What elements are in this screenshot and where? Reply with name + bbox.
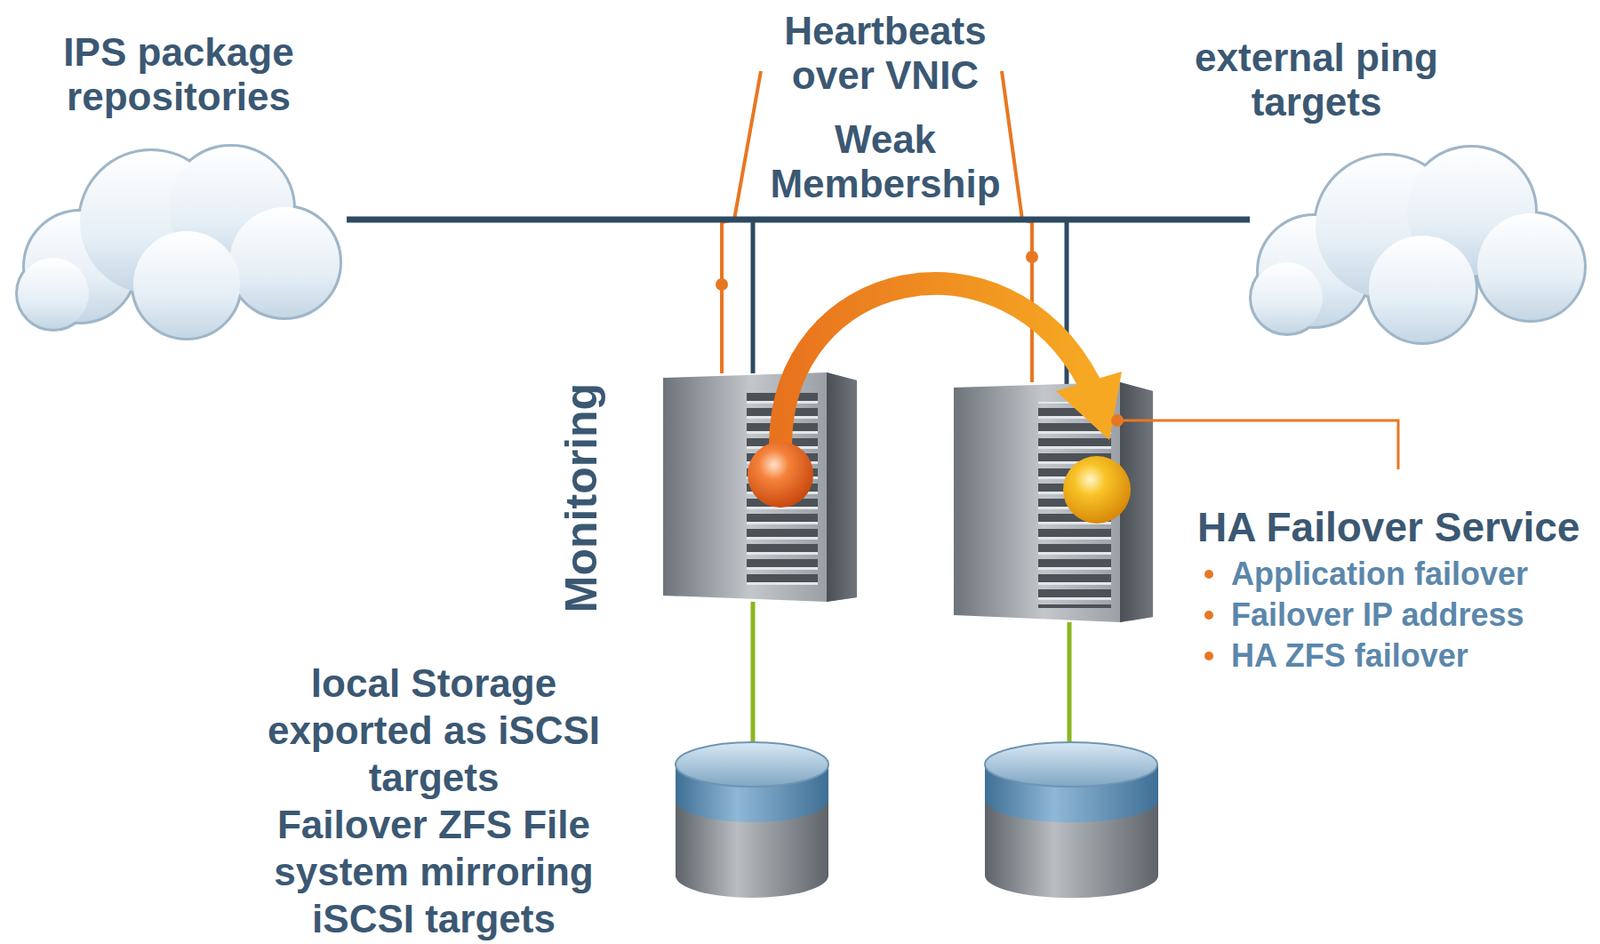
storage-label: local Storage exported as iSCSI targets xyxy=(238,659,630,801)
monitoring-label: Monitoring xyxy=(556,383,607,613)
disk-left xyxy=(675,742,829,898)
bullets xyxy=(1204,569,1214,661)
failover-arrow xyxy=(780,283,1122,445)
membership-label: Weak Membership xyxy=(752,117,1019,207)
bullet-item: HA ZFS failover xyxy=(1231,635,1587,677)
service-ball xyxy=(747,441,814,508)
storage-links xyxy=(752,601,1070,752)
server-right xyxy=(953,382,1153,623)
bullet-item: Failover IP address xyxy=(1231,594,1587,636)
cloud-node: IPS package repositories xyxy=(20,142,347,343)
leader-line xyxy=(1117,420,1399,470)
cloud-node: external ping targets xyxy=(1249,147,1592,344)
disk-right xyxy=(984,742,1159,898)
heartbeat-dot xyxy=(1025,250,1039,264)
cloud-heading: external ping targets xyxy=(1183,35,1450,125)
heartbeat-lines xyxy=(721,71,1032,383)
heartbeat-label: Heartbeats over VNIC xyxy=(760,8,1010,98)
heartbeat-dot xyxy=(715,278,728,291)
service-ball xyxy=(1063,456,1131,524)
cloud-left xyxy=(17,146,340,338)
cloud-right xyxy=(1251,147,1584,343)
server-left xyxy=(663,372,857,602)
bullet-item: Application failover xyxy=(1231,553,1587,595)
cloud-heading: IPS package repositories xyxy=(45,30,312,120)
service-heading: HA Failover Service xyxy=(1197,503,1589,552)
storage-label: Failover ZFS File system mirroring iSCSI… xyxy=(238,800,630,943)
network-bus xyxy=(346,219,1250,221)
leader-dot xyxy=(1111,414,1124,427)
